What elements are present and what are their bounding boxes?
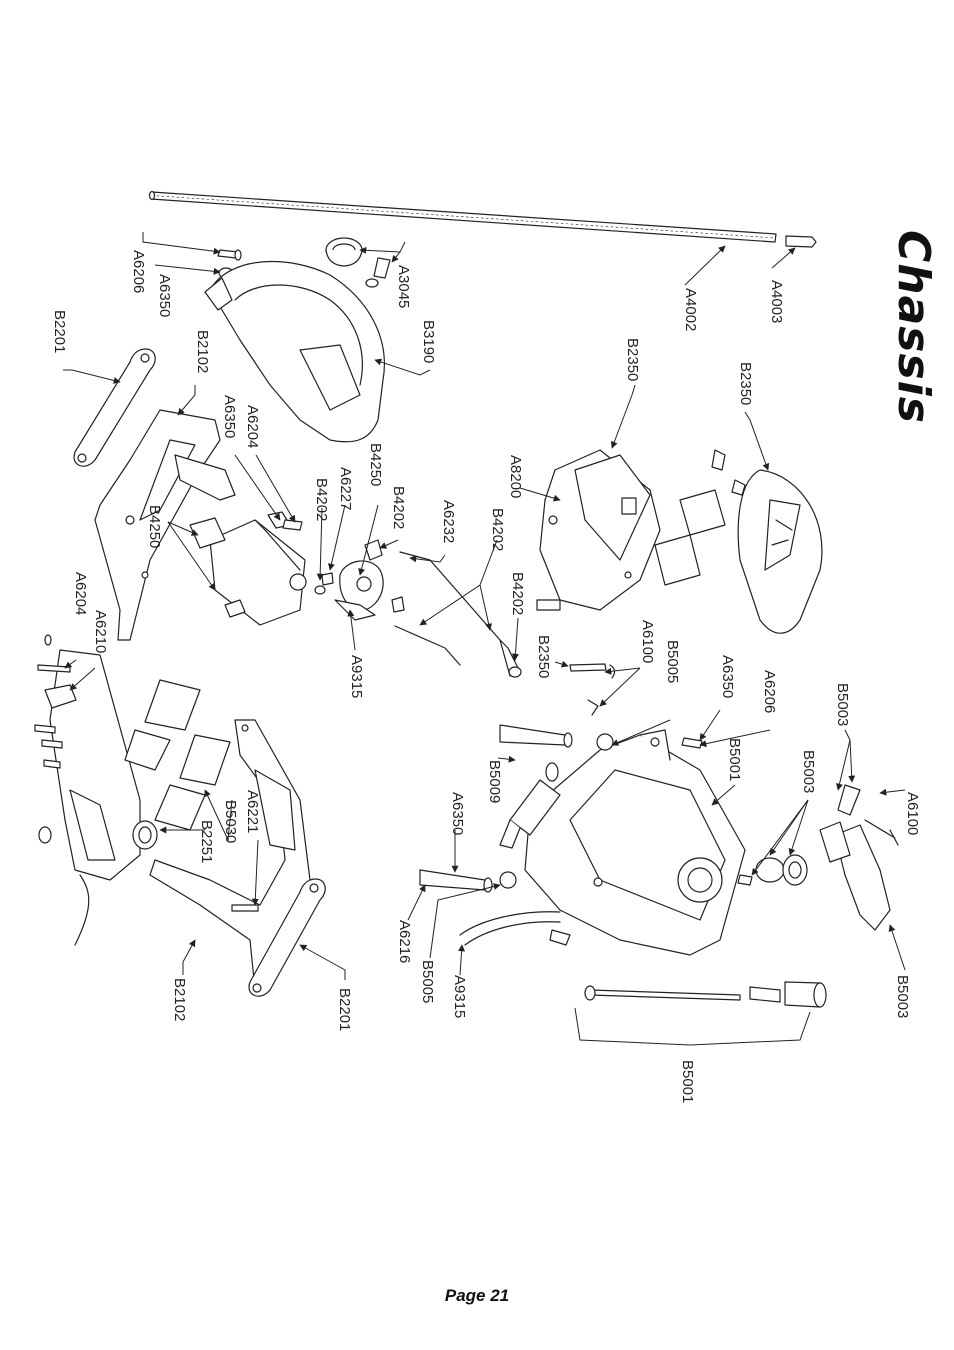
part-label: A8200: [507, 455, 524, 498]
part-label: A9315: [451, 975, 468, 1018]
part-label: B5005: [419, 960, 436, 1003]
part-label: B5001: [679, 1060, 696, 1103]
part-label: B4202: [313, 478, 330, 521]
part-label: A6100: [639, 620, 656, 663]
page-number: Page 21: [444, 1286, 510, 1305]
part-label: B4202: [509, 572, 526, 615]
part-label: A6206: [130, 250, 147, 293]
part-label: B4202: [390, 486, 407, 529]
linkage-rods-drawing: [391, 551, 522, 678]
part-label: A6100: [904, 792, 921, 835]
part-label: B2201: [51, 310, 68, 353]
antenna-tube-drawing: [148, 190, 817, 248]
part-label: A9315: [348, 655, 365, 698]
part-label: B5003: [894, 975, 911, 1018]
part-label: A6350: [221, 395, 238, 438]
small-fasteners-drawing: [34, 634, 77, 769]
part-label: A6206: [761, 670, 778, 713]
chassis-rail-top-drawing: [94, 409, 236, 641]
part-label: A6204: [72, 572, 89, 615]
fuel-line-drawing: [459, 911, 561, 946]
mount-screws-drawing: [231, 519, 753, 946]
part-label: B5005: [664, 640, 681, 683]
fuel-tank-drawing: [524, 729, 746, 956]
battery-pack-drawing: [654, 449, 746, 586]
rear-plate-drawing: [38, 649, 141, 946]
part-label: B2251: [198, 820, 215, 863]
part-label: B4202: [489, 508, 506, 551]
part-label: B5030: [222, 800, 239, 843]
servo-saver-drawing: [314, 539, 384, 621]
steering-link-top-drawing: [73, 348, 156, 467]
part-label: A4002: [682, 288, 699, 331]
part-label: B5009: [486, 760, 503, 803]
steering-link-bottom-drawing: [248, 878, 326, 997]
part-label: A6221: [244, 790, 261, 833]
pressure-rod-drawing: [584, 981, 827, 1008]
part-label: B5001: [726, 738, 743, 781]
part-label: A6350: [719, 655, 736, 698]
grommet-drawing: [325, 237, 363, 267]
part-label: A3045: [395, 265, 412, 308]
part-label: A6232: [440, 500, 457, 543]
receiver-box-drawing: [536, 449, 661, 611]
receiver-box-cover-drawing: [204, 260, 385, 443]
part-label: B2350: [737, 362, 754, 405]
leader-lines: [63, 232, 906, 1046]
part-label: A6210: [92, 610, 109, 653]
part-label: B2201: [336, 988, 353, 1031]
fuel-cap-drawing: [755, 784, 899, 931]
part-label: B2102: [171, 978, 188, 1021]
fuel-fittings-drawing: [419, 724, 614, 893]
part-label: A4003: [768, 280, 785, 323]
part-label: A6350: [449, 792, 466, 835]
part-label: A6350: [156, 274, 173, 317]
part-label: B4250: [367, 443, 384, 486]
page-title: Chassis: [888, 230, 939, 424]
part-label: B3190: [420, 320, 437, 363]
part-label: A6216: [396, 920, 413, 963]
part-label: B2350: [624, 338, 641, 381]
part-label: A6204: [244, 405, 261, 448]
part-label: B5003: [800, 750, 817, 793]
engine-mounts-drawing: [124, 679, 231, 831]
part-label: B2102: [194, 330, 211, 373]
fuel-filter-drawing: [499, 762, 561, 849]
part-label: B5003: [834, 683, 851, 726]
part-label: B2350: [535, 635, 552, 678]
bearing-drawing: [132, 820, 158, 850]
servo-drawing: [189, 511, 307, 626]
part-label: B4250: [146, 505, 163, 548]
box-lid-drawing: [737, 469, 823, 634]
part-label: A6227: [337, 467, 354, 510]
